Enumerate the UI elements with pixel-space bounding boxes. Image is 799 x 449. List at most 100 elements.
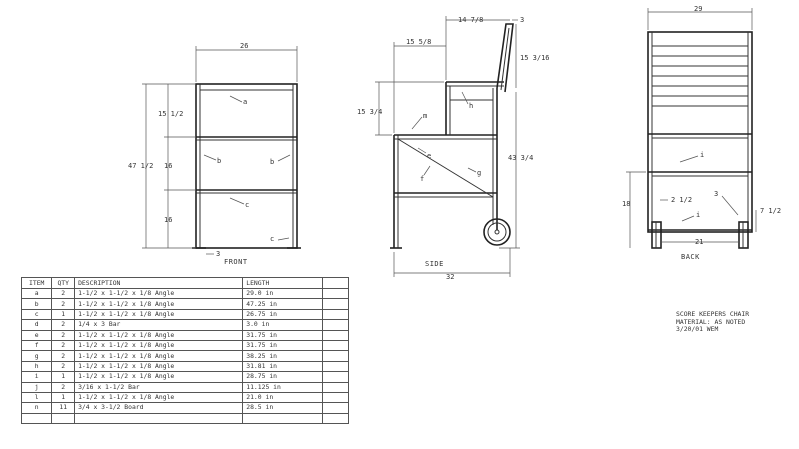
cell-length: 3.0 in	[242, 319, 324, 331]
cell-length	[242, 412, 324, 425]
front-view: 26 47 1/2 15 1/2 16 16 3 a b b c c FRONT	[128, 42, 301, 266]
cell-item: i	[20, 371, 53, 383]
front-height-dim: 47 1/2	[128, 162, 153, 170]
cell-item: c	[20, 308, 53, 321]
side-base-width-dim: 32	[446, 273, 454, 281]
cell-item: f	[20, 339, 53, 352]
cell-description: 1/4 x 3 Bar	[74, 319, 244, 331]
cell-qty	[51, 412, 76, 425]
cell-blank	[322, 402, 349, 414]
side-top-width-dim: 14 7/8	[458, 16, 483, 24]
cell-blank	[322, 412, 349, 425]
back-frame	[647, 31, 753, 233]
cell-blank	[322, 298, 349, 310]
side-rear-height-dim: 43 3/4	[508, 154, 533, 162]
cell-description: 3/4 x 3-1/2 Board	[74, 402, 244, 414]
front-width-dim: 26	[240, 42, 248, 50]
cell-description: 1-1/2 x 1-1/2 x 1/8 Angle	[74, 308, 244, 321]
cell-description: 1-1/2 x 1-1/2 x 1/8 Angle	[74, 298, 244, 310]
front-foot-offset-dim: 3	[216, 250, 220, 258]
header-length: LENGTH	[242, 277, 324, 289]
cell-description: 1-1/2 x 1-1/2 x 1/8 Angle	[74, 339, 244, 352]
side-label-g: g	[477, 169, 481, 177]
back-view-title: BACK	[681, 253, 700, 261]
header-qty: QTY	[51, 277, 76, 289]
cell-qty: 2	[51, 350, 76, 362]
side-view: 14 7/8 3 15 5/8 15 3/16 15 3/4 43 3/4 32…	[357, 16, 550, 281]
cell-qty: 1	[51, 391, 76, 404]
cell-qty: 2	[51, 319, 76, 331]
table-header-row: ITEM QTY DESCRIPTION LENGTH	[20, 277, 349, 289]
front-label-c1: c	[245, 201, 249, 209]
cell-qty: 1	[51, 308, 76, 321]
cell-blank	[322, 371, 349, 383]
cell-length: 29.0 in	[242, 287, 324, 300]
header-blank	[322, 277, 349, 289]
back-view: 29 18 2 1/2 21 3 7 1/2 i i BACK	[622, 5, 781, 261]
notes-material: MATERIAL: AS NOTED	[676, 317, 746, 326]
side-back-height-dim: 15 3/16	[520, 54, 550, 62]
cell-qty: 2	[51, 298, 76, 310]
notes-date: 3/20/01 WEM	[676, 325, 719, 334]
back-inset-dim: 2 1/2	[671, 196, 692, 204]
cell-qty: 2	[51, 381, 76, 393]
cell-qty: 1	[51, 371, 76, 383]
front-top-section-dim: 15 1/2	[158, 110, 183, 118]
side-label-h: h	[469, 102, 473, 110]
front-bottom-section-dim: 16	[164, 216, 172, 224]
side-view-title: SIDE	[425, 260, 444, 268]
back-offset-dim: 3	[714, 190, 718, 198]
cell-blank	[322, 339, 349, 352]
cell-length: 38.25 in	[242, 350, 324, 362]
cell-item: e	[20, 329, 53, 341]
cell-qty: 11	[51, 402, 76, 414]
notes-title: SCORE KEEPERS CHAIR	[676, 310, 750, 318]
cell-qty: 2	[51, 339, 76, 352]
cell-blank	[322, 308, 349, 321]
front-label-c2: c	[270, 235, 274, 243]
side-seat-width-dim: 15 5/8	[406, 38, 431, 46]
title-notes: SCORE KEEPERS CHAIR MATERIAL: AS NOTED 3…	[676, 310, 750, 334]
cell-length: 47.25 in	[242, 298, 324, 310]
cell-item	[20, 412, 53, 425]
cell-item: h	[20, 360, 53, 373]
cell-item: g	[20, 350, 53, 362]
back-height-dim: 18	[622, 200, 630, 208]
cell-description: 1-1/2 x 1-1/2 x 1/8 Angle	[74, 360, 244, 373]
cell-qty: 2	[51, 360, 76, 373]
cell-blank	[322, 287, 349, 300]
cell-item: d	[20, 319, 53, 331]
side-label-e: e	[427, 152, 431, 160]
cell-blank	[322, 360, 349, 373]
side-label-f: f	[420, 175, 424, 183]
cell-description: 1-1/2 x 1-1/2 x 1/8 Angle	[74, 350, 244, 362]
cell-length: 26.75 in	[242, 308, 324, 321]
side-back-thickness-dim: 3	[520, 16, 524, 24]
front-middle-section-dim: 16	[164, 162, 172, 170]
side-seat-back-height-dim: 15 3/4	[357, 108, 382, 116]
front-label-b2: b	[270, 158, 274, 166]
cell-qty: 2	[51, 287, 76, 300]
table-row	[20, 412, 349, 425]
cell-description: 3/16 x 1-1/2 Bar	[74, 381, 244, 393]
header-description: DESCRIPTION	[74, 277, 244, 289]
back-label-i1: i	[700, 151, 704, 159]
cell-blank	[322, 350, 349, 362]
cell-blank	[322, 391, 349, 404]
cell-description: 1-1/2 x 1-1/2 x 1/8 Angle	[74, 391, 244, 404]
cell-length: 31.75 in	[242, 329, 324, 341]
back-axle-height-dim: 7 1/2	[760, 207, 781, 215]
cell-description: 1-1/2 x 1-1/2 x 1/8 Angle	[74, 329, 244, 341]
cell-blank	[322, 329, 349, 341]
cell-description	[74, 412, 244, 425]
cell-length: 11.125 in	[242, 381, 324, 393]
